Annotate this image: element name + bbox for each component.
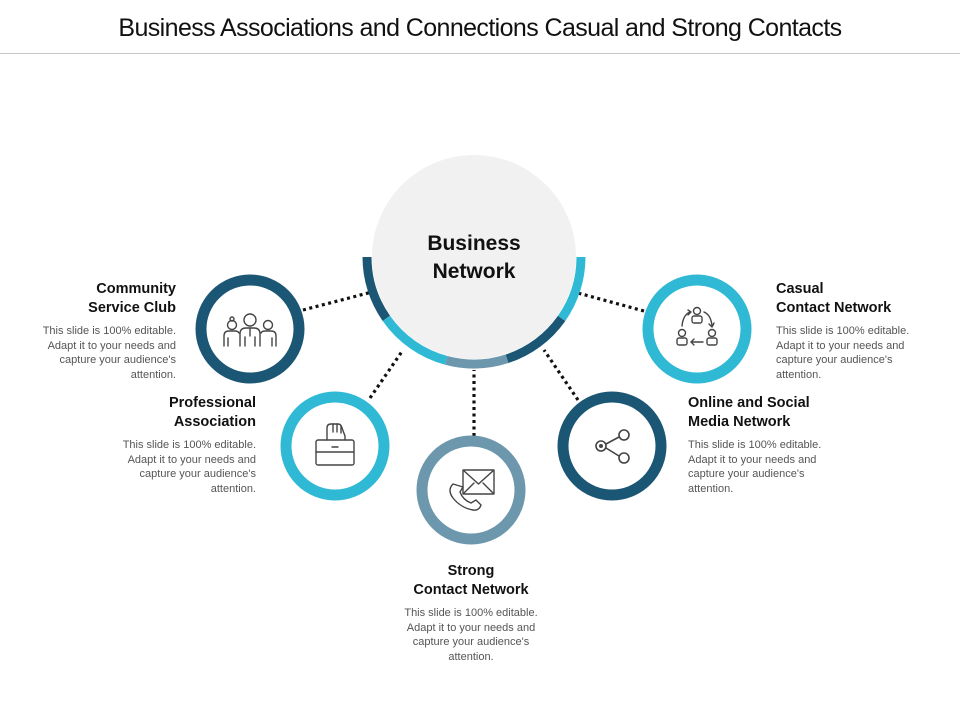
people-cycle-icon [676,306,718,346]
share-icon [595,429,630,464]
connector-casual [577,291,645,313]
node-heading: Professional Association [168,395,256,430]
node-description: This slide is 100% editable. Adapt it to… [122,439,256,495]
title-divider [0,53,960,54]
ring-strong-contact-network [416,435,526,545]
ring-casual-contact-network [642,274,752,384]
arc-segment-dark-left [362,256,391,321]
node-heading: Online and Social Media Network [688,395,810,430]
briefcase-hand-icon [315,423,355,466]
node-online-social-media-network: Online and Social Media Network This sli… [688,394,828,496]
people-group-icon [223,313,277,347]
slide-title: Business Associations and Connections Ca… [118,14,842,42]
node-heading: Community Service Club [88,281,176,316]
arc-segment-gray-bottom [445,354,509,369]
arc-segment-cyan-left [382,315,448,365]
node-description: This slide is 100% editable. Adapt it to… [404,607,538,663]
center-label-line2: Network [432,260,516,283]
center-label: Business Network [394,230,554,286]
center-label-line1: Business [427,232,521,255]
node-strong-contact-network: Strong Contact Network This slide is 100… [401,562,541,664]
node-description: This slide is 100% editable. Adapt it to… [776,325,910,381]
center-circle [372,155,576,359]
phone-envelope-icon [449,469,495,511]
connector-community [302,290,373,312]
connector-online [542,349,580,401]
node-heading: Strong Contact Network [413,563,529,598]
ring-professional-association [280,391,390,501]
node-heading: Casual Contact Network [776,281,892,316]
node-community-service-club: Community Service Club This slide is 100… [36,280,176,382]
node-description: This slide is 100% editable. Adapt it to… [688,439,822,495]
node-casual-contact-network: Casual Contact Network This slide is 100… [776,280,916,382]
arc-segment-dark-right [505,315,566,364]
node-description: This slide is 100% editable. Adapt it to… [42,325,176,381]
node-professional-association: Professional Association This slide is 1… [116,394,256,496]
arc-segment-cyan-right [557,256,586,321]
connector-professional [368,349,405,399]
ring-online-social-media-network [557,391,667,501]
